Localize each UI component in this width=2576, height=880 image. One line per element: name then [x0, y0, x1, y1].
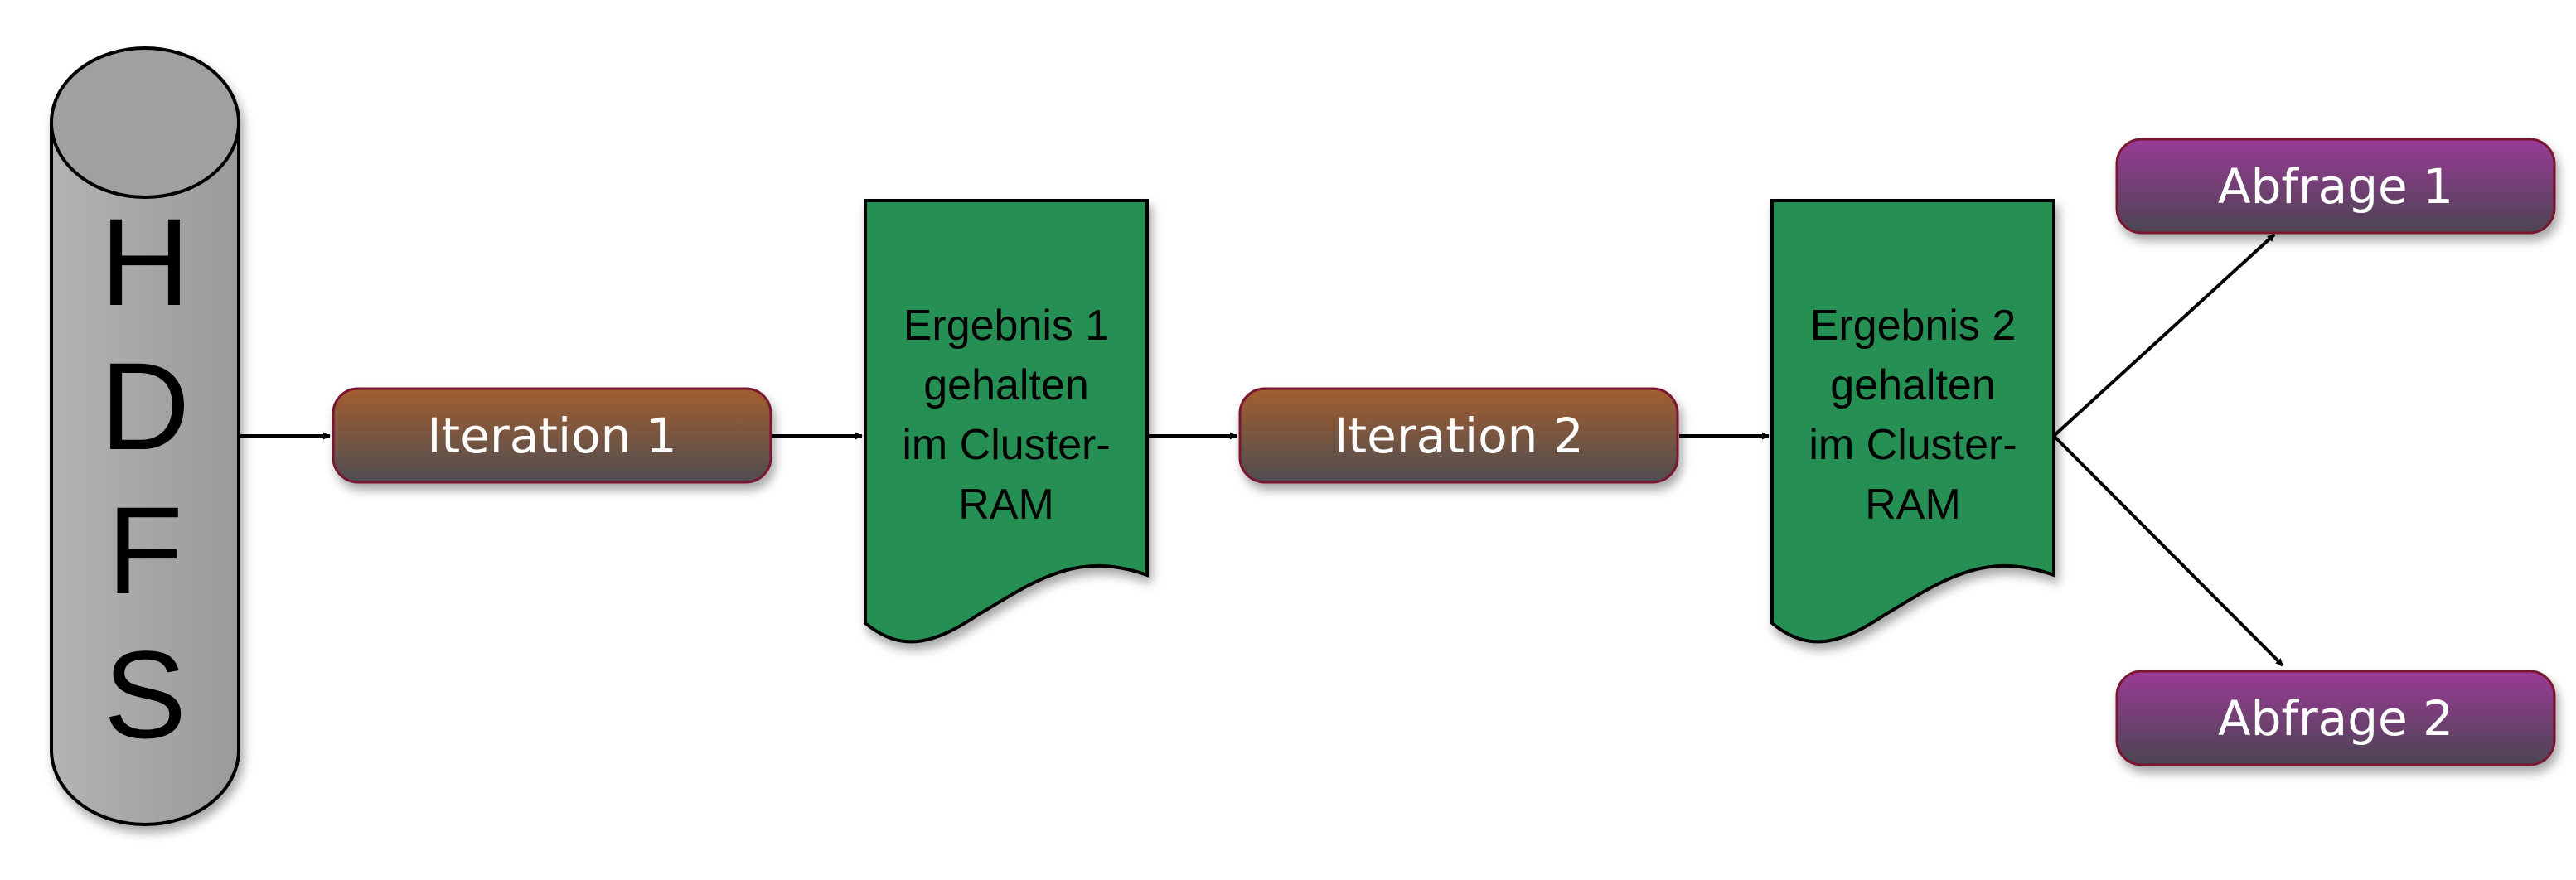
iteration-2-node: Iteration 2 [1238, 387, 1679, 484]
result-1-document [864, 199, 1149, 644]
result-1-node: Ergebnis 1 gehalten im Cluster- RAM [864, 199, 1149, 644]
result-2-node: Ergebnis 2 gehalten im Cluster- RAM [1770, 199, 2055, 644]
iteration-2-label: Iteration 2 [1334, 408, 1583, 464]
result-2-document [1770, 199, 2055, 644]
iteration-1-box [332, 387, 772, 484]
query-2-label: Abfrage 2 [2218, 690, 2453, 747]
iteration-1-node: Iteration 1 [332, 387, 772, 484]
query-1-label: Abfrage 1 [2218, 158, 2453, 215]
arrow-result-2-to-query-2 [2052, 434, 2284, 667]
result-2-line-4: RAM [1865, 481, 1961, 529]
hdfs-letter-h: H [100, 192, 190, 331]
query-2-node: Abfrage 2 [2115, 670, 2556, 766]
result-2-line-1: Ergebnis 2 [1810, 302, 2017, 350]
result-1-line-4: RAM [958, 481, 1054, 529]
hdfs-storage [50, 46, 240, 826]
hdfs-cylinder-body [50, 123, 240, 826]
hdfs-letter-s: S [104, 625, 186, 764]
result-1-line-1: Ergebnis 1 [903, 302, 1110, 350]
result-2-line-3: im Cluster- [1809, 421, 2017, 469]
result-1-line-3: im Cluster- [902, 421, 1110, 469]
arrow-result-2-to-query-1 [2052, 233, 2276, 438]
result-1-line-2: gehalten [923, 361, 1089, 409]
hdfs-letter-f: F [107, 481, 183, 620]
hdfs-letter-d: D [100, 336, 190, 476]
query-1-box [2115, 138, 2556, 235]
hdfs-cylinder-top [50, 46, 240, 199]
iteration-2-box [1238, 387, 1679, 484]
result-2-line-2: gehalten [1830, 361, 1996, 409]
query-1-node: Abfrage 1 [2115, 138, 2556, 235]
iteration-1-label: Iteration 1 [427, 408, 676, 464]
query-2-box [2115, 670, 2556, 766]
